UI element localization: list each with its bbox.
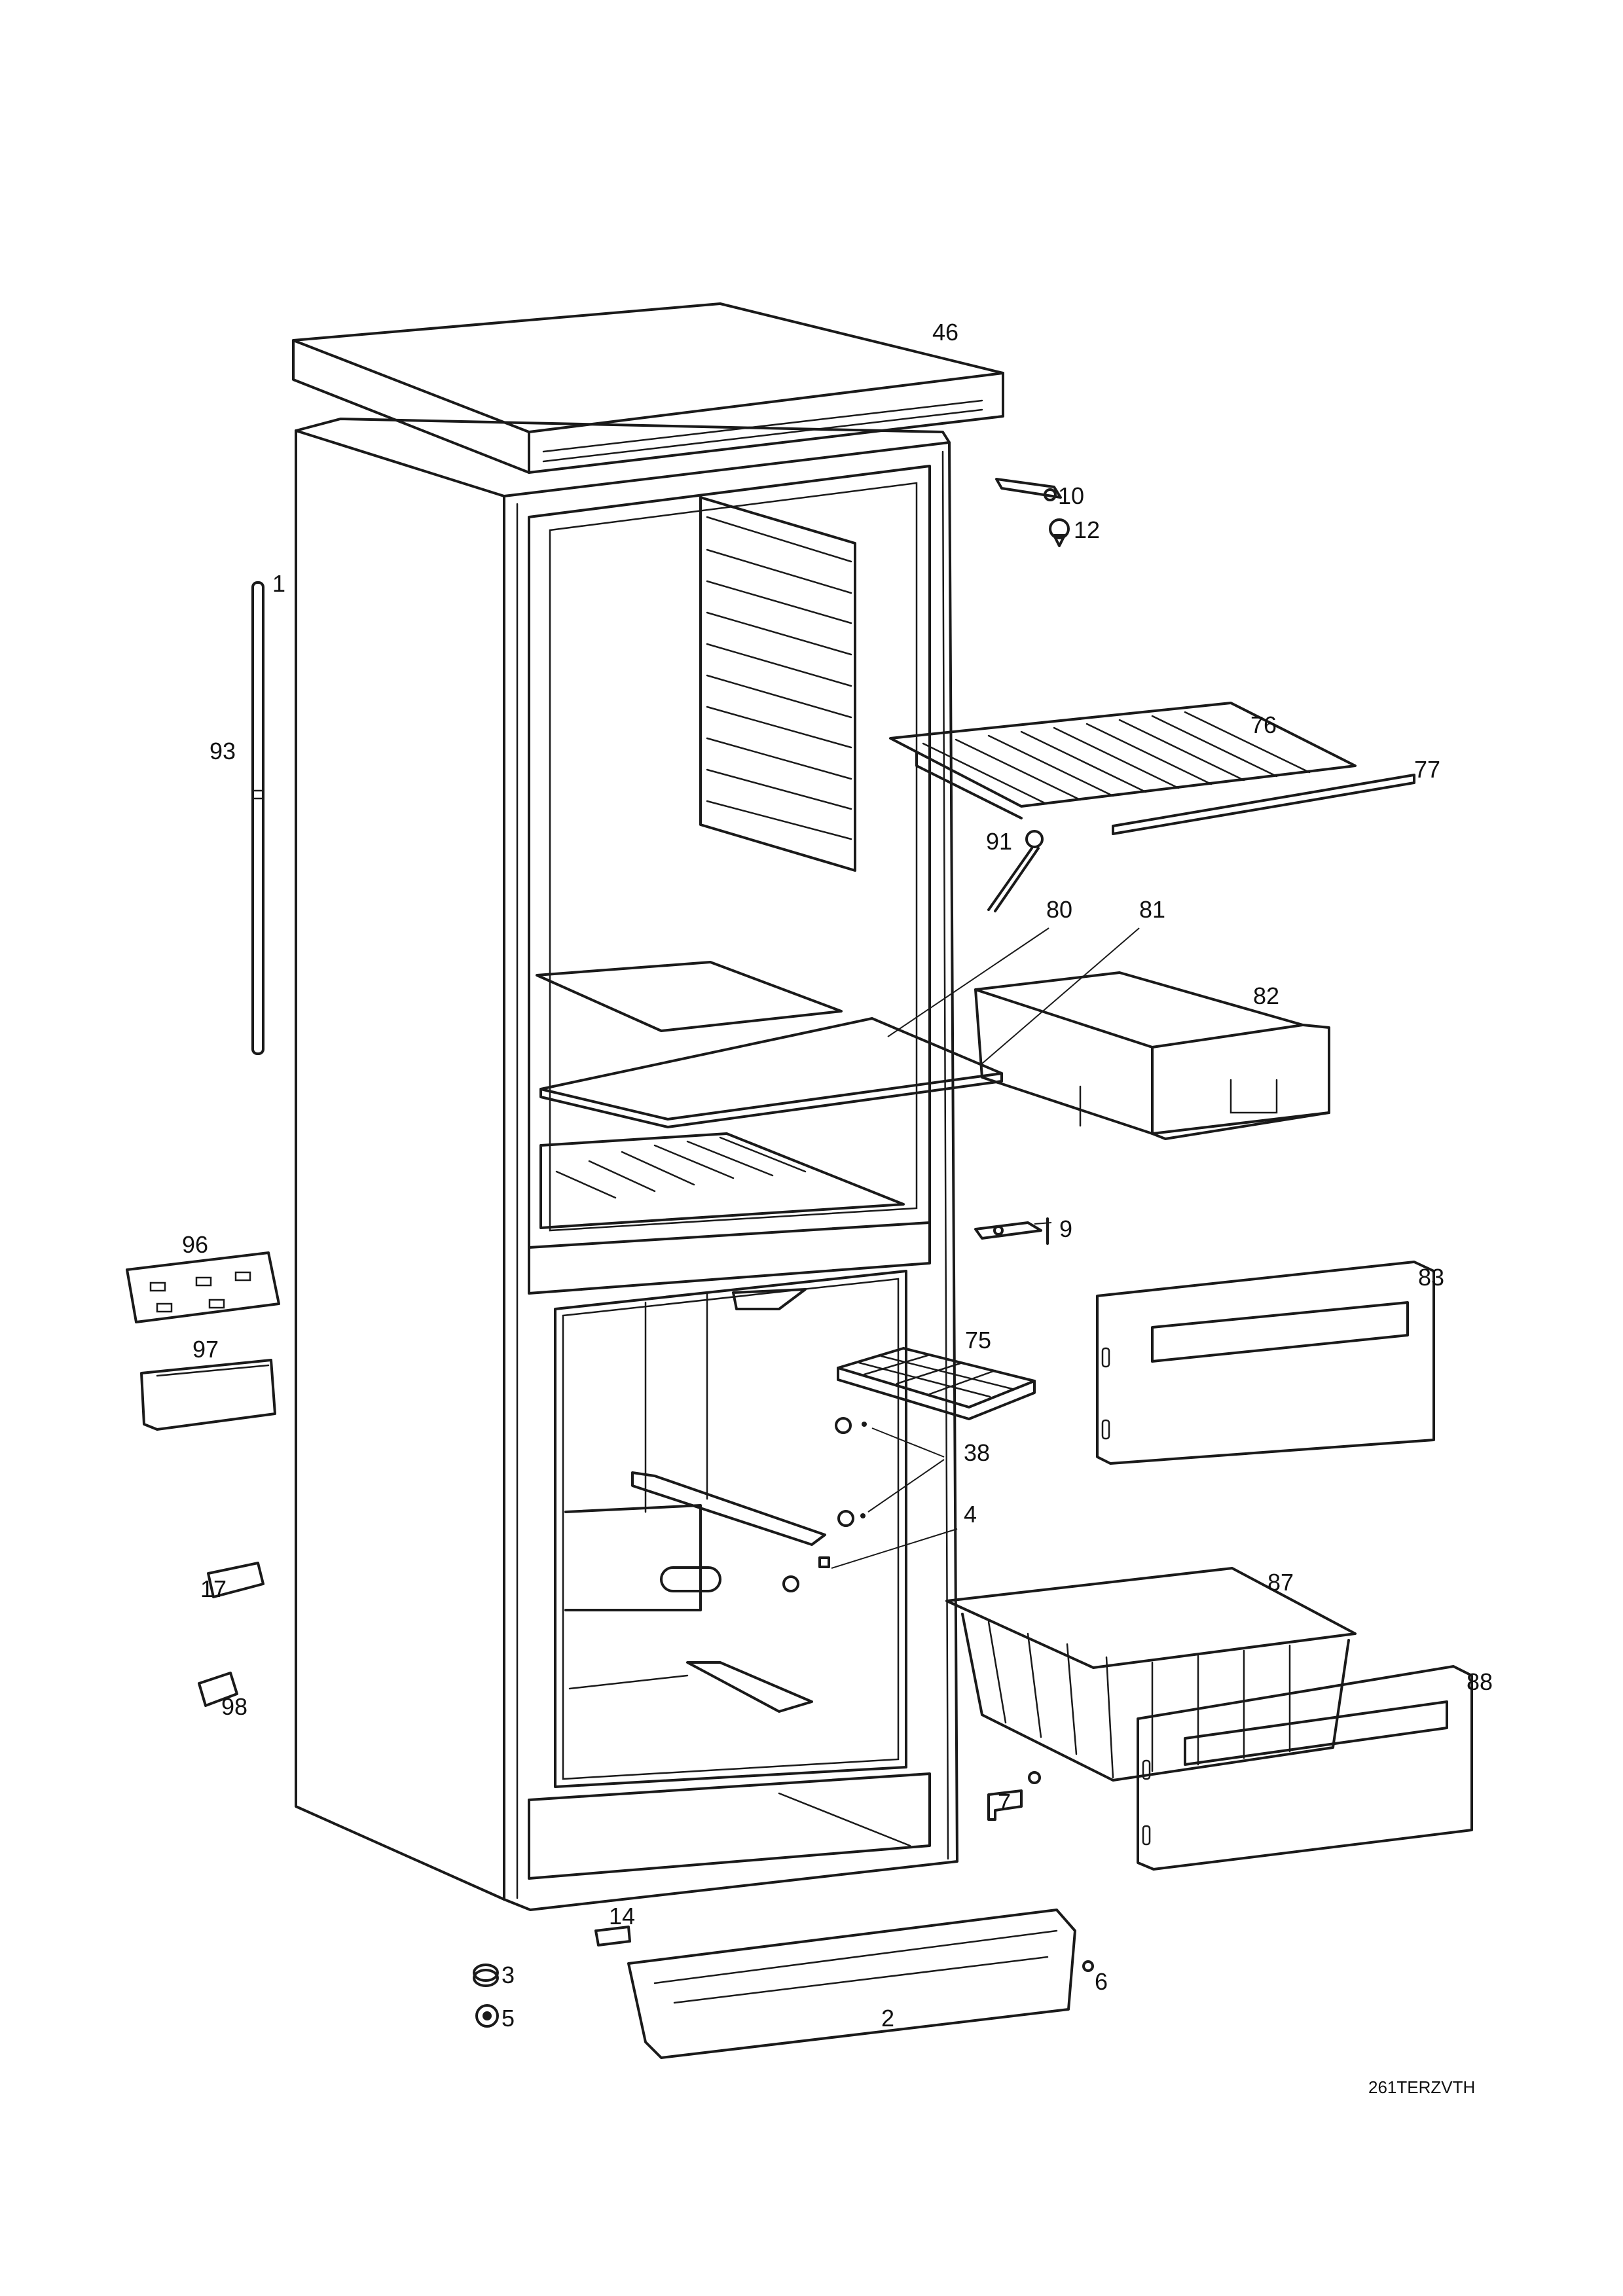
part-labels: 46 10 12 1 93 76 77 91 80 81 82 9 96 83 … xyxy=(182,319,1493,2097)
wire-shelf xyxy=(889,702,1415,835)
label-1: 1 xyxy=(272,570,285,597)
crisper-box xyxy=(974,971,1330,1140)
label-3: 3 xyxy=(501,1962,515,1988)
freezer-interior xyxy=(564,1288,826,1713)
sensor-part xyxy=(987,830,1044,912)
inner-shelves xyxy=(536,961,1003,1229)
label-76: 76 xyxy=(1250,711,1277,738)
leader-lines xyxy=(831,927,1140,1569)
label-38: 38 xyxy=(964,1439,990,1466)
label-87: 87 xyxy=(1267,1569,1294,1596)
label-4: 4 xyxy=(964,1501,977,1528)
label-2: 2 xyxy=(881,2005,894,2032)
drawing-code: 261TERZVTH xyxy=(1368,2077,1475,2097)
label-88: 88 xyxy=(1467,1668,1493,1695)
side-parts xyxy=(126,1251,280,1707)
freezer-flap xyxy=(1096,1261,1435,1465)
label-17: 17 xyxy=(200,1575,227,1602)
top-cover xyxy=(292,302,1004,474)
hinge-part xyxy=(995,478,1070,547)
label-83: 83 xyxy=(1418,1264,1444,1291)
label-96: 96 xyxy=(182,1231,208,1258)
ice-tray xyxy=(837,1347,1036,1420)
drawer-front xyxy=(1137,1665,1473,1871)
bracket-part xyxy=(974,1217,1049,1245)
label-98: 98 xyxy=(221,1693,247,1720)
label-9: 9 xyxy=(1059,1215,1072,1242)
label-10: 10 xyxy=(1058,482,1084,509)
label-82: 82 xyxy=(1253,982,1279,1009)
handle-strip xyxy=(251,581,264,1055)
label-80: 80 xyxy=(1046,896,1072,923)
label-97: 97 xyxy=(192,1336,219,1363)
label-6: 6 xyxy=(1095,1968,1108,1995)
label-14: 14 xyxy=(609,1903,635,1929)
evaporator-rack xyxy=(699,496,856,872)
label-81: 81 xyxy=(1139,896,1165,923)
label-46: 46 xyxy=(932,319,958,346)
label-93: 93 xyxy=(210,738,236,764)
label-12: 12 xyxy=(1074,516,1100,543)
label-75: 75 xyxy=(965,1327,991,1354)
wire-basket xyxy=(945,1567,1357,1782)
cabinet-body xyxy=(295,418,958,1911)
label-77: 77 xyxy=(1414,756,1440,783)
label-5: 5 xyxy=(501,2005,515,2032)
label-7: 7 xyxy=(998,1789,1011,1816)
feet xyxy=(473,1964,499,2028)
kick-plate xyxy=(594,1909,1094,2059)
label-91: 91 xyxy=(986,828,1012,855)
lower-hinge xyxy=(987,1771,1041,1821)
screws xyxy=(782,1417,867,1592)
